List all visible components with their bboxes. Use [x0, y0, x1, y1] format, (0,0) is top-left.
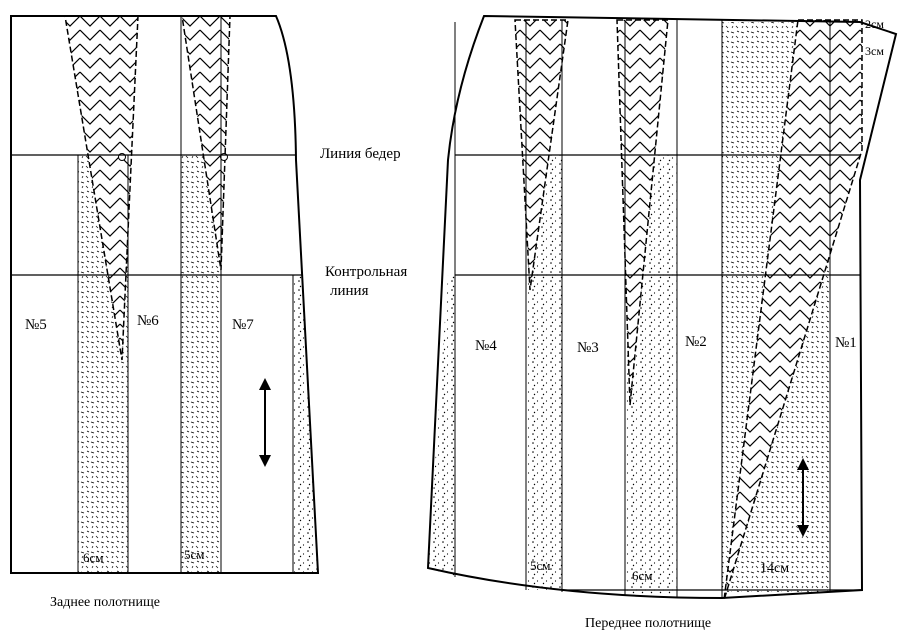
top-offset-2cm-label: 2см [865, 17, 884, 31]
front-dart-2 [616, 19, 669, 406]
top-offset-3cm-label: 3см [865, 44, 884, 58]
hip-line-label: Линия бедер [320, 146, 401, 162]
front-strip-left [428, 275, 455, 577]
panel-6-label: №6 [137, 313, 159, 329]
front-width-6cm-label: 6см [632, 568, 653, 583]
back-outline [10, 15, 320, 574]
panel-5-label: №5 [25, 317, 47, 333]
front-width-5cm-label: 5см [530, 558, 551, 573]
panel-2-label: №2 [685, 334, 707, 350]
front-dart-3 [723, 19, 863, 601]
back-width-5cm-label: 5см [184, 547, 205, 562]
back-panel [10, 15, 320, 574]
front-grain-arrow-icon [797, 458, 809, 537]
front-panel [426, 14, 898, 601]
back-width-6cm-label: 6см [83, 550, 104, 565]
back-side-strip [293, 275, 318, 573]
diagram-labels: Линия бедер Контрольная линия №5 №6 №7 №… [25, 17, 884, 631]
panel-3-label: №3 [577, 340, 599, 356]
panel-1-label: №1 [835, 335, 857, 351]
control-line-label-2: линия [330, 283, 369, 299]
panel-4-label: №4 [475, 338, 497, 354]
front-outline [426, 14, 898, 600]
back-grain-arrow-icon [259, 378, 271, 467]
front-panel-caption: Переднее полотнище [585, 616, 711, 631]
front-width-14cm-label: 14см [760, 561, 789, 576]
control-line-label-1: Контрольная [325, 264, 407, 280]
back-panel-caption: Заднее полотнище [50, 595, 160, 610]
panel-7-label: №7 [232, 317, 254, 333]
